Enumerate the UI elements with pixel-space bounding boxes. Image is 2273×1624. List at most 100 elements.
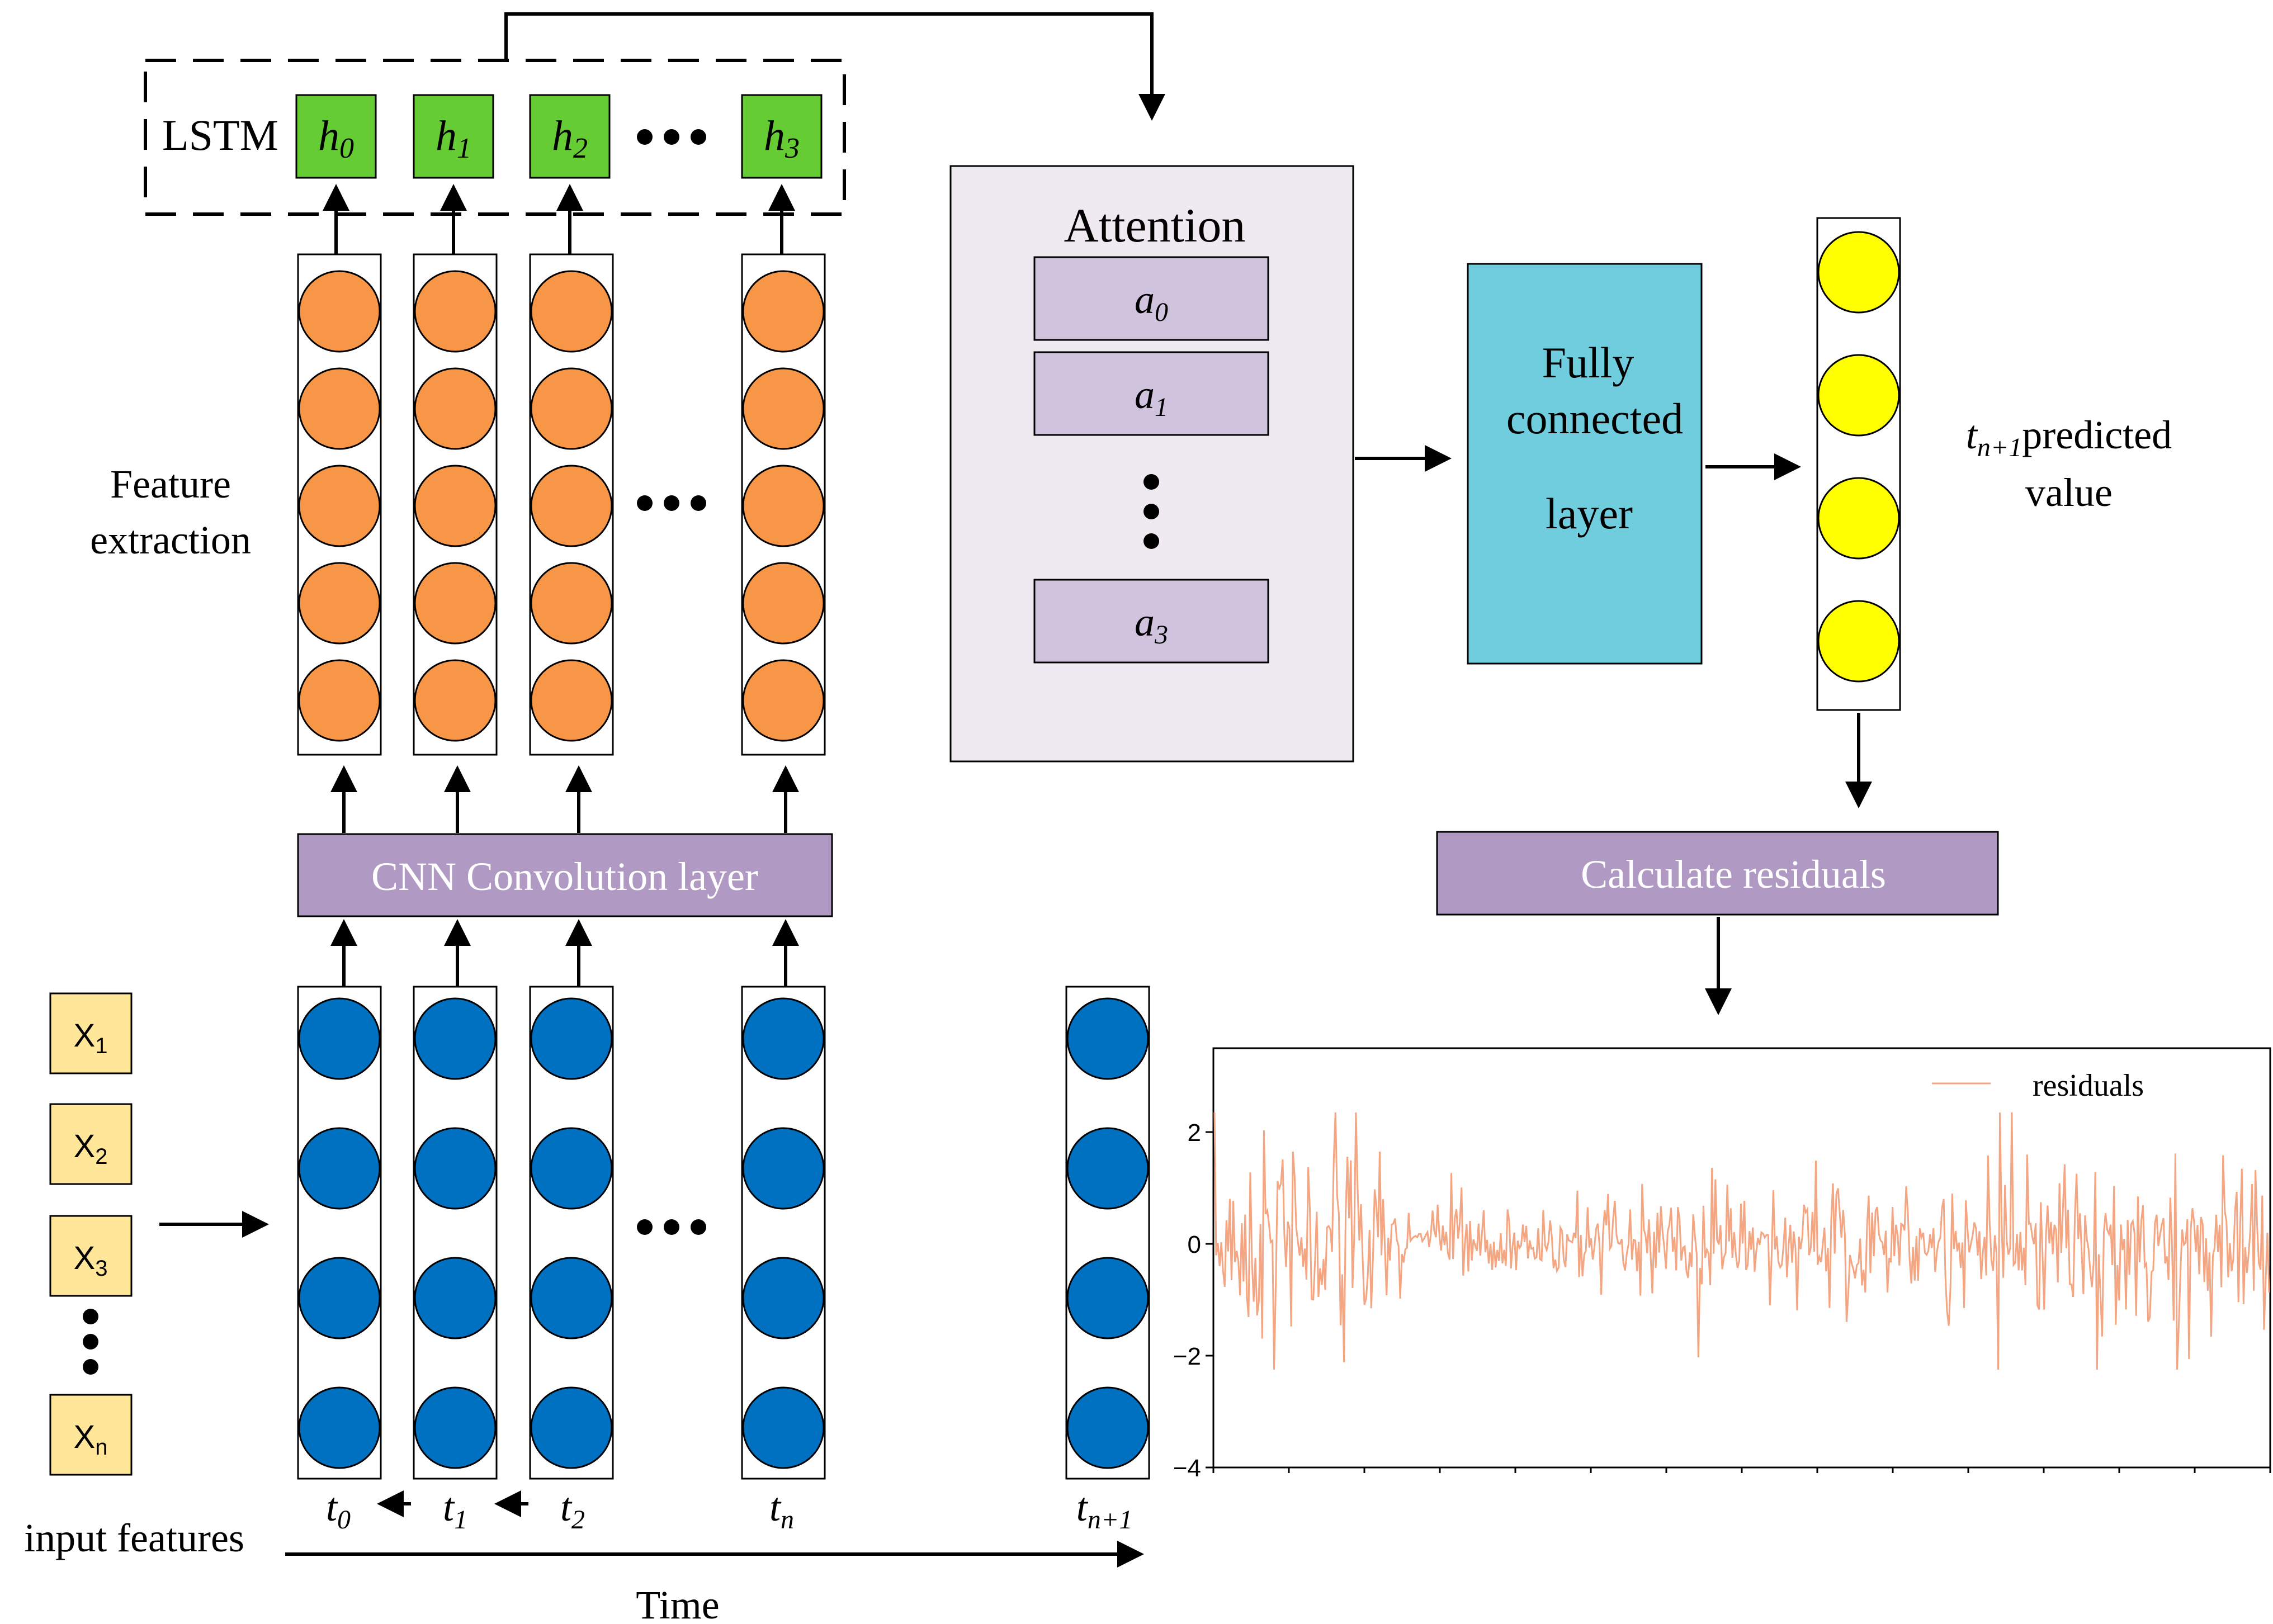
svg-text:Xn: Xn	[74, 1419, 108, 1460]
input-column-3	[741, 986, 826, 1480]
feature-node	[298, 270, 381, 353]
lstm-cell-h2: h2	[529, 94, 611, 179]
cnn-layer-label: CNN Convolution layer	[371, 854, 758, 899]
h0-sub: 0	[339, 132, 354, 164]
fully-connected-layer	[1467, 263, 1703, 665]
svg-text:h2: h2	[552, 112, 588, 164]
output-column	[1816, 217, 1901, 711]
input-feature-x2: X2	[49, 1103, 133, 1185]
attention-panel	[949, 165, 1354, 763]
attention-weight-a3: a3	[1033, 579, 1269, 664]
input-columns-ellipsis	[637, 1219, 706, 1235]
svg-text:a3: a3	[1135, 600, 1168, 650]
svg-text:h0: h0	[318, 112, 354, 164]
chart-y-ticks: −4 −2 0 2	[1173, 1119, 1213, 1482]
prediction-label-line2: value	[2025, 470, 2113, 515]
fc-label-line2: connected	[1506, 394, 1683, 443]
feature-column-3	[741, 253, 826, 756]
input-column-1	[413, 986, 498, 1480]
feature-node	[298, 465, 381, 547]
feature-node	[530, 659, 613, 742]
svg-text:a1: a1	[1135, 372, 1168, 422]
attention-title: Attention	[1064, 198, 1246, 252]
input-feature-x3: X3	[49, 1215, 133, 1297]
input-node	[414, 1257, 497, 1339]
feature-node	[742, 367, 825, 450]
time-step-t1: t1	[443, 1485, 467, 1535]
input-node	[298, 1127, 381, 1210]
lstm-hidden-states: h0 h1 h2 h3	[295, 94, 823, 179]
time-step-t2: t2	[560, 1485, 585, 1535]
feature-node	[298, 562, 381, 645]
cnn-convolution-layer	[297, 833, 833, 917]
time-step-tn: tn	[769, 1485, 794, 1535]
input-column-2	[529, 986, 614, 1480]
y-tick-label: −2	[1173, 1343, 1201, 1370]
lstm-cell-h1: h1	[413, 94, 494, 179]
input-node	[742, 997, 825, 1080]
h1-sub: 1	[457, 132, 471, 164]
input-node	[1066, 997, 1149, 1080]
input-node	[742, 1386, 825, 1469]
feature-column-1	[413, 253, 498, 756]
calculate-residuals-label: Calculate residuals	[1581, 852, 1886, 897]
svg-text:h1: h1	[436, 112, 471, 164]
svg-text:X3: X3	[74, 1240, 108, 1281]
time-step-labels: t0 t1 t2 tn tn+1	[326, 1485, 1132, 1535]
svg-text:a0: a0	[1135, 277, 1168, 327]
input-node	[414, 1127, 497, 1210]
h2-label: h	[552, 112, 573, 159]
input-node	[530, 1127, 613, 1210]
input-node	[742, 1127, 825, 1210]
attention-weight-a1: a1	[1033, 351, 1269, 436]
time-step-t0: t0	[326, 1485, 351, 1535]
h3-sub: 3	[785, 132, 800, 164]
input-feature-x1: X1	[49, 992, 133, 1074]
input-to-cnn-arrows	[330, 919, 799, 987]
lstm-label: LSTM	[162, 111, 278, 159]
input-node	[414, 997, 497, 1080]
input-node	[298, 997, 381, 1080]
y-tick-label: 0	[1188, 1231, 1201, 1258]
feature-node	[530, 562, 613, 645]
feature-column-2	[529, 253, 614, 756]
y-tick-label: −4	[1173, 1455, 1201, 1482]
y-tick-label: 2	[1188, 1119, 1201, 1147]
residuals-chart: −4 −2 0 2 residuals	[1173, 1047, 2271, 1482]
feature-node	[298, 367, 381, 450]
prediction-label-line1: tn+1predicted	[1966, 413, 2172, 462]
svg-text:X1: X1	[74, 1017, 108, 1058]
h3-label: h	[764, 112, 785, 159]
input-node	[530, 1386, 613, 1469]
feature-node	[530, 465, 613, 547]
lstm-cell-h0: h0	[295, 94, 377, 179]
feature-node	[414, 659, 497, 742]
feature-node	[742, 270, 825, 353]
feature-extraction-label-line1: Feature	[110, 462, 231, 506]
input-node	[530, 1257, 613, 1339]
feature-node	[414, 562, 497, 645]
legend-label-residuals: residuals	[2033, 1068, 2144, 1103]
input-columns	[297, 986, 1150, 1480]
input-column-0	[297, 986, 382, 1480]
input-node	[1066, 1127, 1149, 1210]
attention-ellipsis	[1143, 474, 1159, 549]
feature-node	[414, 367, 497, 450]
attention-weight-a0: a0	[1033, 256, 1269, 341]
input-feature-boxes: X1 X2 X3 Xn	[49, 992, 133, 1476]
feature-node	[298, 659, 381, 742]
svg-text:h3: h3	[764, 112, 800, 164]
svg-text:X2: X2	[74, 1128, 108, 1169]
h2-sub: 2	[573, 132, 588, 164]
input-node	[414, 1386, 497, 1469]
input-column-4	[1065, 986, 1150, 1480]
lstm-cell-h3: h3	[741, 94, 823, 179]
output-node	[1817, 600, 1900, 683]
lstm-dashed-box	[144, 59, 846, 216]
chart-legend: residuals	[1932, 1068, 2144, 1103]
cnn-to-feature-arrows	[330, 765, 799, 833]
input-node	[742, 1257, 825, 1339]
chart-x-ticks	[1212, 1467, 2271, 1473]
